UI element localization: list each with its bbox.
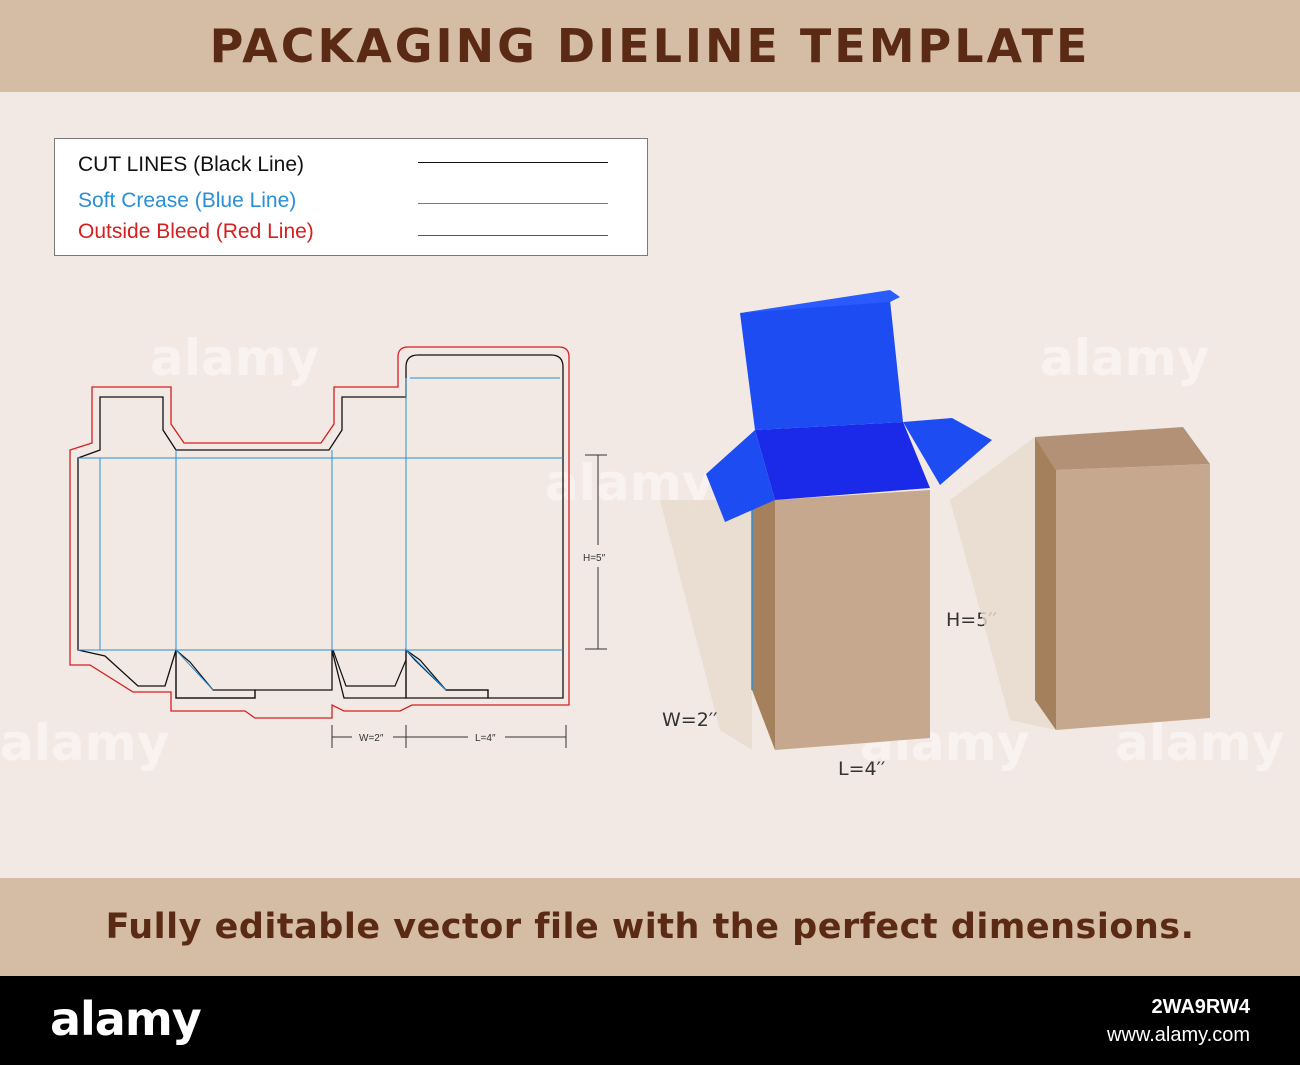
- legend-cut-label: CUT LINES (Black Line): [78, 153, 305, 176]
- tagline-banner: Fully editable vector file with the perf…: [0, 878, 1300, 976]
- box-lid-tab: [740, 290, 900, 313]
- credit-bar: alamy 2WA9RW4 www.alamy.com: [0, 976, 1300, 1065]
- box-side-flap-left: [706, 430, 775, 522]
- crease-diagonal: [175, 649, 214, 691]
- box-lid: [740, 300, 903, 430]
- cut-flap: [405, 648, 489, 699]
- legend-box: CUT LINES (Black Line) Soft Crease (Blue…: [54, 138, 648, 256]
- title-banner: PACKAGING DIELINE TEMPLATE: [0, 0, 1300, 92]
- dieline: [69, 346, 607, 748]
- legend-bleed-line: [418, 235, 608, 236]
- watermark-text: alamy: [1115, 714, 1284, 772]
- dimension-height: [585, 454, 607, 650]
- dieline-width-label: W=2″: [359, 733, 384, 744]
- box-front: [775, 490, 930, 750]
- cut-tab: [332, 649, 407, 687]
- watermark-layer: alamy alamy alamy alamy alamy alamy: [0, 329, 1284, 772]
- crease-lines: [78, 377, 563, 691]
- legend-cut-line: [418, 162, 608, 163]
- alamy-logo: alamy: [50, 992, 202, 1046]
- box-width-label: W=2′′: [662, 709, 717, 731]
- box-length-label: L=4′′: [838, 758, 885, 780]
- box-shadow: [950, 437, 1056, 730]
- tagline-text: Fully editable vector file with the perf…: [105, 907, 1195, 947]
- box-inner-flap: [755, 422, 930, 500]
- box-closed-3d: [950, 427, 1210, 730]
- site-url: www.alamy.com: [1107, 1024, 1250, 1046]
- box-side-left: [752, 500, 775, 750]
- watermark-text: alamy: [1040, 329, 1209, 387]
- image-id: 2WA9RW4: [1151, 996, 1250, 1018]
- cut-flap: [175, 648, 256, 699]
- box-front: [1056, 464, 1210, 730]
- box-top: [1035, 427, 1210, 470]
- watermark-text: alamy: [0, 714, 169, 772]
- watermark-text: alamy: [150, 329, 319, 387]
- dimension-width-length: [331, 725, 567, 748]
- box-open-3d: [660, 290, 992, 750]
- crease-diagonal: [405, 649, 447, 691]
- box-shadow: [660, 500, 752, 750]
- bleed-outline: [69, 346, 570, 719]
- cut-outline: [77, 354, 564, 699]
- dieline-height-label: H=5″: [583, 553, 606, 564]
- dieline-length-label: L=4″: [475, 733, 496, 744]
- legend-crease-line: [418, 203, 608, 204]
- box-side-flap-right: [903, 418, 992, 485]
- legend-crease-label: Soft Crease (Blue Line): [78, 189, 297, 212]
- page-title: PACKAGING DIELINE TEMPLATE: [209, 19, 1091, 73]
- box-side: [1035, 437, 1056, 730]
- legend-bleed-label: Outside Bleed (Red Line): [78, 220, 314, 243]
